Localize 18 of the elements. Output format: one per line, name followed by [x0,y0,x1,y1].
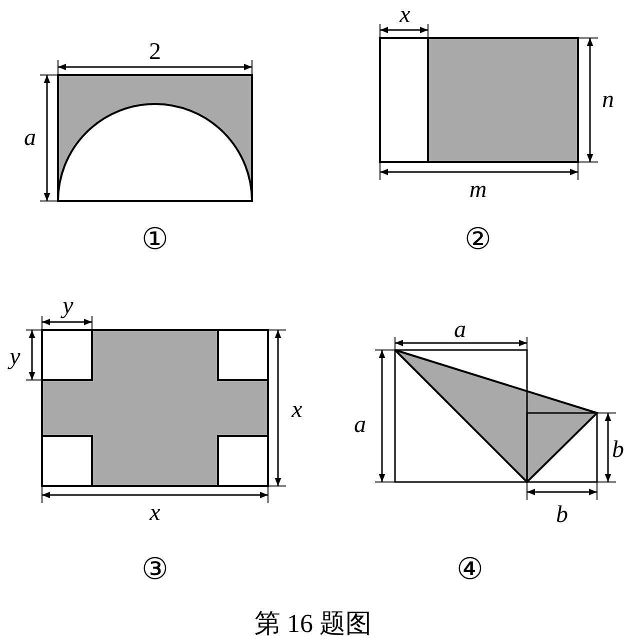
dimension-label: 2 [149,40,161,64]
dimension-label: x [400,3,410,27]
figure-number: ② [464,225,492,255]
dimension-label: y [62,294,74,318]
dimension-label: x [150,501,160,525]
figure-number: ③ [142,555,168,585]
dimension-label: n [602,88,614,112]
dimension-label: a [354,413,366,437]
dimension-label: y [10,345,20,369]
dimension-label: b [612,438,624,462]
figure-number: ① [142,225,168,255]
dimension-label: a [454,318,466,342]
figure-number: ④ [456,555,484,585]
dimension-label: b [556,503,568,527]
figure-caption: 第 16 题图 [254,611,372,637]
dimension-label: m [469,178,487,202]
dimension-label: x [292,398,302,422]
dimension-label: a [24,126,36,150]
